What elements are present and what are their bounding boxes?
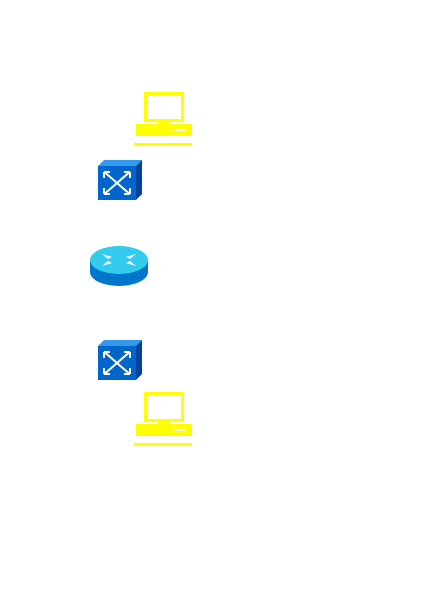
router-icon [90, 246, 148, 286]
switch-icon [98, 160, 142, 200]
workstation-icon [134, 392, 192, 446]
switch-icon [98, 340, 142, 380]
workstation-icon [134, 92, 192, 146]
